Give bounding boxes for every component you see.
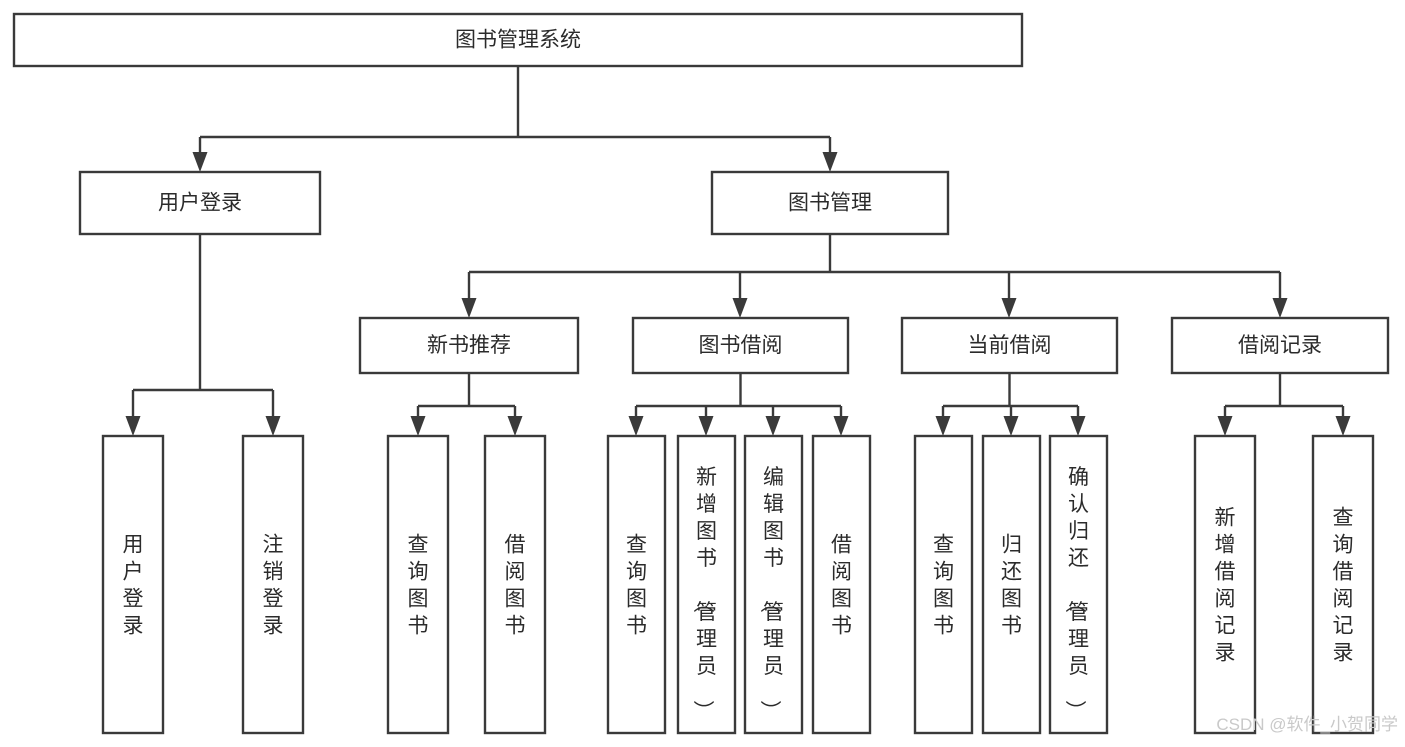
node-label-leaf-query-book-borrow: 查询图书 — [626, 534, 647, 638]
node-leaf-borrow-book[interactable]: 借阅图书 — [811, 434, 872, 735]
node-leaf-add-borrow-record[interactable]: 新增借阅记录 — [1193, 434, 1257, 735]
node-leaf-query-book-current[interactable]: 查询图书 — [913, 434, 974, 735]
node-book-borrow[interactable]: 图书借阅 — [631, 316, 850, 375]
csdn-watermark: CSDN @软件_小贺同学 — [1216, 715, 1398, 734]
node-leaf-query-borrow-record[interactable]: 查询借阅记录 — [1311, 434, 1375, 735]
node-box-leaf-query-book-current[interactable] — [913, 434, 974, 735]
node-box-user-login[interactable] — [78, 170, 322, 236]
connector-new-book-recommend-to-leaves — [410, 373, 523, 436]
node-box-leaf-add-borrow-record[interactable] — [1193, 434, 1257, 735]
node-label-book-management: 图书管理 — [788, 192, 872, 215]
node-leaf-add-book-admin[interactable]: 新增图书（管理员） — [676, 434, 737, 735]
node-label-leaf-return-book: 归还图书 — [1001, 534, 1022, 638]
node-box-book-management[interactable] — [710, 170, 950, 236]
node-label-leaf-user-login: 用户登录 — [123, 534, 144, 638]
node-box-leaf-query-book-new[interactable] — [386, 434, 450, 735]
node-label-borrow-record: 借阅记录 — [1238, 334, 1322, 357]
node-leaf-confirm-return-admin[interactable]: 确认归还（管理员） — [1048, 434, 1109, 735]
node-box-new-book-recommend[interactable] — [358, 316, 580, 375]
node-label-user-login: 用户登录 — [158, 192, 242, 215]
node-box-leaf-return-book[interactable] — [981, 434, 1042, 735]
node-label-current-borrow: 当前借阅 — [968, 334, 1052, 357]
node-current-borrow[interactable]: 当前借阅 — [900, 316, 1119, 375]
node-label-leaf-query-book-new: 查询图书 — [408, 534, 429, 638]
node-user-login[interactable]: 用户登录 — [78, 170, 322, 236]
node-box-book-borrow[interactable] — [631, 316, 850, 375]
connector-user-login-to-leaves — [125, 234, 281, 436]
node-label-leaf-borrow-book-new: 借阅图书 — [505, 534, 526, 638]
node-label-leaf-edit-book-admin: 编辑图书（管理员） — [758, 466, 784, 721]
node-box-leaf-logout[interactable] — [241, 434, 305, 735]
node-label-leaf-query-book-current: 查询图书 — [933, 534, 954, 638]
connector-book-borrow-to-leaves — [628, 373, 849, 436]
node-leaf-edit-book-admin[interactable]: 编辑图书（管理员） — [743, 434, 804, 735]
node-new-book-recommend[interactable]: 新书推荐 — [358, 316, 580, 375]
connector-layer — [125, 66, 1351, 436]
node-box-borrow-record[interactable] — [1170, 316, 1390, 375]
node-box-leaf-query-borrow-record[interactable] — [1311, 434, 1375, 735]
node-leaf-logout[interactable]: 注销登录 — [241, 434, 305, 735]
node-box-leaf-query-book-borrow[interactable] — [606, 434, 667, 735]
node-book-management[interactable]: 图书管理 — [710, 170, 950, 236]
node-label-leaf-borrow-book: 借阅图书 — [831, 534, 852, 638]
node-label-leaf-add-borrow-record: 新增借阅记录 — [1215, 507, 1236, 665]
connector-root-to-level2 — [192, 66, 838, 172]
node-box-leaf-add-book-admin[interactable] — [676, 434, 737, 735]
node-label-leaf-logout: 注销登录 — [263, 534, 284, 638]
connector-book-management-to-level3 — [461, 234, 1288, 318]
node-label-leaf-add-book-admin: 新增图书（管理员） — [691, 466, 717, 721]
node-leaf-query-book-new[interactable]: 查询图书 — [386, 434, 450, 735]
node-layer: 图书管理系统用户登录图书管理新书推荐图书借阅当前借阅借阅记录用户登录注销登录查询… — [12, 12, 1390, 735]
node-box-leaf-borrow-book-new[interactable] — [483, 434, 547, 735]
node-label-new-book-recommend: 新书推荐 — [427, 334, 511, 357]
node-label-book-borrow: 图书借阅 — [699, 334, 783, 357]
node-leaf-borrow-book-new[interactable]: 借阅图书 — [483, 434, 547, 735]
node-leaf-query-book-borrow[interactable]: 查询图书 — [606, 434, 667, 735]
node-label-root: 图书管理系统 — [455, 29, 581, 52]
node-box-root[interactable] — [12, 12, 1024, 68]
node-leaf-user-login[interactable]: 用户登录 — [101, 434, 165, 735]
node-label-leaf-query-borrow-record: 查询借阅记录 — [1333, 507, 1354, 665]
node-box-current-borrow[interactable] — [900, 316, 1119, 375]
node-box-leaf-user-login[interactable] — [101, 434, 165, 735]
node-borrow-record[interactable]: 借阅记录 — [1170, 316, 1390, 375]
connector-borrow-record-to-leaves — [1217, 373, 1351, 436]
node-label-leaf-confirm-return-admin: 确认归还（管理员） — [1063, 466, 1089, 721]
connector-current-borrow-to-leaves — [935, 373, 1086, 436]
node-root[interactable]: 图书管理系统 — [12, 12, 1024, 68]
node-box-leaf-confirm-return-admin[interactable] — [1048, 434, 1109, 735]
node-box-leaf-edit-book-admin[interactable] — [743, 434, 804, 735]
node-box-leaf-borrow-book[interactable] — [811, 434, 872, 735]
node-leaf-return-book[interactable]: 归还图书 — [981, 434, 1042, 735]
